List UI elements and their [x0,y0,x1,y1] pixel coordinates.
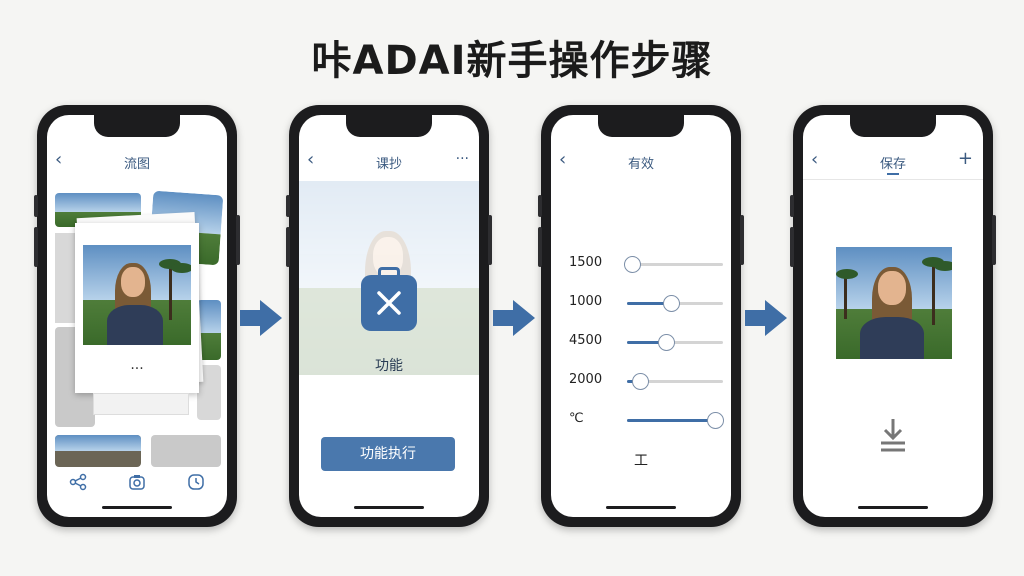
screen-1: ‹ 流图 ··· [47,115,227,517]
share-icon[interactable] [69,473,87,491]
more-icon[interactable]: ··· [455,151,469,167]
clock-icon[interactable] [187,473,205,491]
step-arrow-icon [493,300,535,336]
nav-bar: ‹ 有效 [551,149,731,173]
nav-bar: ‹ 流图 [47,149,227,173]
bottom-glyph: 工 [634,453,648,469]
slider-fill [627,302,672,305]
nav-title: 课抄 [375,157,402,172]
slider-row: 4500 [551,331,731,353]
slider-label: ℃ [569,411,584,426]
slider-row: ℃ [551,409,731,431]
phone-step-1: ‹ 流图 ··· [34,105,240,527]
page-title: 咔ADAI新手操作步骤 [311,38,713,84]
more-dots[interactable]: ··· [130,361,144,377]
screen-3: ‹ 有效 1500 1000 4500 2000 ℃ 工 [551,115,731,517]
step-arrow-icon [240,300,282,336]
slider-label: 4500 [569,333,603,348]
phone-step-2: ‹ 课抄 ··· 功能 功能执行 [286,105,492,527]
slider-row: 1500 [551,253,731,275]
slider-knob[interactable] [663,295,681,312]
slider-row: 1000 [551,292,731,314]
screen-2: ‹ 课抄 ··· 功能 功能执行 [299,115,479,517]
feature-label: 功能 [375,358,403,374]
slider-track[interactable] [627,295,723,312]
phone-step-4: ‹ 保存 + [790,105,996,527]
slider-knob[interactable] [658,334,676,351]
gallery-thumb[interactable] [55,233,77,323]
nav-bar: ‹ 课抄 ··· [299,149,479,173]
feature-execute-button[interactable]: 功能执行 [321,437,455,471]
back-chevron-icon[interactable]: ‹ [307,149,315,170]
nav-underline [887,173,899,175]
back-chevron-icon[interactable]: ‹ [559,149,567,170]
camera-icon[interactable] [128,473,146,491]
gallery-thumb[interactable] [151,435,221,467]
slider-fill [627,419,716,422]
slider-label: 1500 [569,255,603,270]
nav-title: 流图 [123,157,150,172]
phone-step-3: ‹ 有效 1500 1000 4500 2000 ℃ 工 [538,105,744,527]
selected-photo-card[interactable]: ··· [75,223,199,393]
back-chevron-icon[interactable]: ‹ [811,149,819,170]
slider-label: 2000 [569,372,603,387]
slider-fill [627,341,667,344]
crosshair-icon[interactable]: + [957,148,973,169]
download-icon[interactable] [877,415,909,455]
back-chevron-icon[interactable]: ‹ [55,149,63,170]
slider-knob[interactable] [623,256,641,273]
step-arrow-icon [745,300,787,336]
slider-track[interactable] [623,256,723,273]
nav-title: 保存 [879,157,906,172]
nav-bar: ‹ 保存 + [803,148,983,173]
gallery-thumb[interactable] [55,435,141,467]
slider-track[interactable] [627,412,725,429]
selected-photo [83,245,191,345]
slider-track[interactable] [627,334,723,351]
nav-divider [803,179,983,180]
slider-knob[interactable] [632,373,650,390]
slider-track[interactable] [627,373,723,390]
slider-label: 1000 [569,294,603,309]
nav-title: 有效 [627,157,654,172]
screen-4: ‹ 保存 + [803,115,983,517]
slider-knob[interactable] [707,412,725,429]
feature-tool-icon[interactable] [361,267,417,331]
result-photo [836,247,952,359]
slider-row: 2000 [551,370,731,392]
